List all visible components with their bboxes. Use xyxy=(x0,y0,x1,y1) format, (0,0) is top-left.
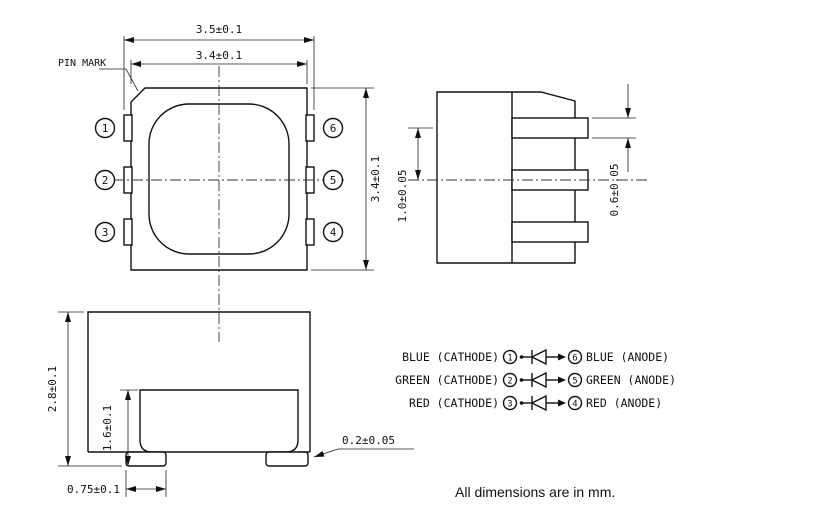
pin-number-circle xyxy=(502,395,518,411)
lead-foot-left xyxy=(125,451,167,467)
node-dot xyxy=(519,355,524,359)
top-view: PIN MARK 3.5±0.1 3.4±0.1 3.4±0.1 1 2 xyxy=(58,23,382,342)
circuit-diagram: BLUE (CATHODE) 1 6 BLUE (ANODE) GREEN (C… xyxy=(395,348,676,412)
dim-body-height: 3.4±0.1 xyxy=(311,87,382,271)
circuit-row-red: RED (CATHODE) 3 4 RED (ANODE) xyxy=(409,394,662,412)
current-arrow xyxy=(558,399,566,407)
pin-number: 6 xyxy=(330,122,337,135)
anode-label: GREEN (ANODE) xyxy=(586,373,676,387)
pin-callout-5: 5 xyxy=(322,169,344,191)
led-diode-symbol xyxy=(530,394,558,412)
pin-number-circle xyxy=(502,372,518,388)
pin-circle xyxy=(322,117,344,139)
cathode-pin-number: 3 xyxy=(507,400,512,410)
front-body-outline xyxy=(87,311,311,452)
pin-number: 5 xyxy=(330,174,337,187)
pin-number: 2 xyxy=(102,174,109,187)
pin-number-circle xyxy=(502,349,518,365)
pin-circle xyxy=(322,221,344,243)
dim-text: 3.4±0.1 xyxy=(196,49,242,62)
dim-text: 1.6±0.1 xyxy=(101,405,114,451)
dim-body-width: 3.4±0.1 xyxy=(130,49,308,84)
dim-total-height: 2.8±0.1 xyxy=(46,311,122,467)
pin-number: 4 xyxy=(330,226,337,239)
pin-circle xyxy=(94,221,116,243)
node-dot xyxy=(519,401,524,405)
dim-text: 3.5±0.1 xyxy=(196,23,242,36)
cathode-pin-number: 2 xyxy=(507,377,512,387)
pad-left-3 xyxy=(123,218,133,246)
pin-number: 3 xyxy=(102,226,109,239)
circuit-row-blue: BLUE (CATHODE) 1 6 BLUE (ANODE) xyxy=(402,348,669,366)
front-view: 2.8±0.1 1.6±0.1 0.75±0.1 0.2±0.05 xyxy=(46,311,414,497)
pin-circle xyxy=(322,169,344,191)
lead-bottom xyxy=(511,221,589,243)
pin-number-circle xyxy=(567,349,583,365)
cathode-label: BLUE (CATHODE) xyxy=(402,350,499,364)
pin-circle xyxy=(94,169,116,191)
leader-arrow xyxy=(313,448,339,458)
dim-outer-width: 3.5±0.1 xyxy=(123,23,315,110)
anode-pin-number: 4 xyxy=(572,400,577,410)
pin-callout-6: 6 xyxy=(322,117,344,139)
dim-text: 0.6±0.05 xyxy=(608,164,621,217)
dim-text: 0.75±0.1 xyxy=(67,483,120,496)
pin-circle xyxy=(94,117,116,139)
led-diode-symbol xyxy=(530,348,558,366)
pin-callout-1: 1 xyxy=(94,117,116,139)
anode-pin-number: 6 xyxy=(572,354,577,364)
dim-text: 1.0±0.05 xyxy=(396,170,409,223)
led-diode-symbol xyxy=(530,371,558,389)
pin-mark-label: PIN MARK xyxy=(58,58,106,69)
node-dot xyxy=(519,378,524,382)
dim-lead-pitch: 1.0±0.05 xyxy=(396,127,433,223)
dim-foot-width: 0.75±0.1 xyxy=(67,470,167,497)
cathode-label: RED (CATHODE) xyxy=(409,396,499,410)
pin-number-circle xyxy=(567,395,583,411)
circuit-row-green: GREEN (CATHODE) 2 5 GREEN (ANODE) xyxy=(395,371,676,389)
pin-callout-3: 3 xyxy=(94,221,116,243)
dim-inner-height: 1.6±0.1 xyxy=(101,389,138,466)
cathode-label: GREEN (CATHODE) xyxy=(395,373,499,387)
pad-right-6 xyxy=(305,114,315,142)
pin-callout-4: 4 xyxy=(322,221,344,243)
dim-lead-height: 0.6±0.05 xyxy=(592,84,636,216)
anode-label: BLUE (ANODE) xyxy=(586,350,669,364)
pad-right-4 xyxy=(305,218,315,246)
dim-text: 3.4±0.1 xyxy=(369,156,382,202)
pin-number: 1 xyxy=(102,122,109,135)
dim-text: 2.8±0.1 xyxy=(46,366,59,412)
pin-mark-leader xyxy=(99,68,139,92)
side-view: 1.0±0.05 0.6±0.05 xyxy=(396,84,648,264)
cathode-pin-number: 1 xyxy=(507,354,512,364)
pin-callout-2: 2 xyxy=(94,169,116,191)
units-note: All dimensions are in mm. xyxy=(455,484,615,500)
lead-top xyxy=(511,117,589,139)
anode-label: RED (ANODE) xyxy=(586,396,662,410)
anode-pin-number: 5 xyxy=(572,377,577,387)
current-arrow xyxy=(558,376,566,384)
pin-number-circle xyxy=(567,372,583,388)
dim-text: 0.2±0.05 xyxy=(342,434,395,447)
dim-lead-thickness: 0.2±0.05 xyxy=(313,434,414,458)
lead-foot-right xyxy=(265,451,309,467)
current-arrow xyxy=(558,353,566,361)
pad-left-1 xyxy=(123,114,133,142)
